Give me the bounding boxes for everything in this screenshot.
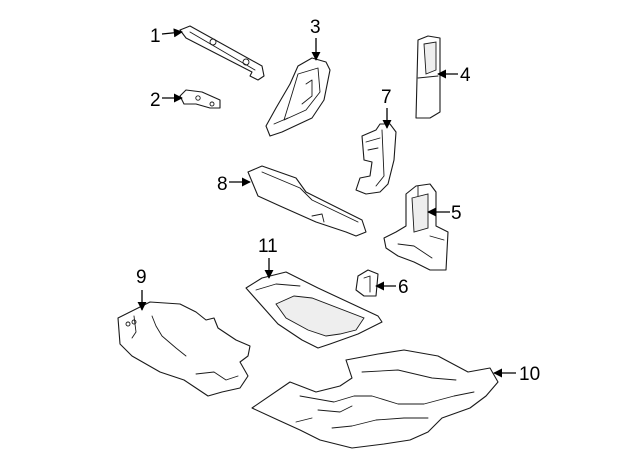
part-5-lower-pillar-trim[interactable] <box>383 183 449 271</box>
callout-2-label: 2 <box>150 90 161 111</box>
callout-3-label: 3 <box>310 17 321 38</box>
callout-7: 7 <box>381 87 392 129</box>
part-3-pillar-trim[interactable] <box>265 57 331 137</box>
callout-5-label: 5 <box>451 203 462 224</box>
callout-4: 4 <box>437 65 471 86</box>
part-4-pillar-upper-trim[interactable] <box>415 35 441 119</box>
part-7-side-bracket[interactable] <box>355 123 397 195</box>
callout-8-label: 8 <box>217 174 228 195</box>
callout-9: 9 <box>136 267 147 311</box>
part-6-clip[interactable] <box>355 269 379 297</box>
part-11-floor-mat[interactable] <box>245 271 383 349</box>
part-10-floor-carpet[interactable] <box>251 349 499 449</box>
callout-11-label: 11 <box>258 236 278 257</box>
callout-10-label: 10 <box>519 364 540 385</box>
part-8-sill-plate[interactable] <box>247 165 367 237</box>
callout-1-label: 1 <box>150 26 161 47</box>
callout-10: 10 <box>493 364 540 385</box>
callout-11: 11 <box>258 236 278 279</box>
callout-1: 1 <box>150 26 183 47</box>
part-1-trim-bracket[interactable] <box>179 25 265 81</box>
callout-7-label: 7 <box>381 87 392 108</box>
callout-8: 8 <box>217 174 251 195</box>
part-2-small-bracket[interactable] <box>179 89 221 109</box>
callout-5: 5 <box>427 203 462 224</box>
callout-2: 2 <box>150 90 183 111</box>
callout-9-label: 9 <box>136 267 147 288</box>
part-9-insulator-panel[interactable] <box>117 301 251 397</box>
callout-6-label: 6 <box>398 277 409 298</box>
callout-4-label: 4 <box>460 65 471 86</box>
callout-6: 6 <box>375 277 409 298</box>
callout-3: 3 <box>310 17 321 61</box>
